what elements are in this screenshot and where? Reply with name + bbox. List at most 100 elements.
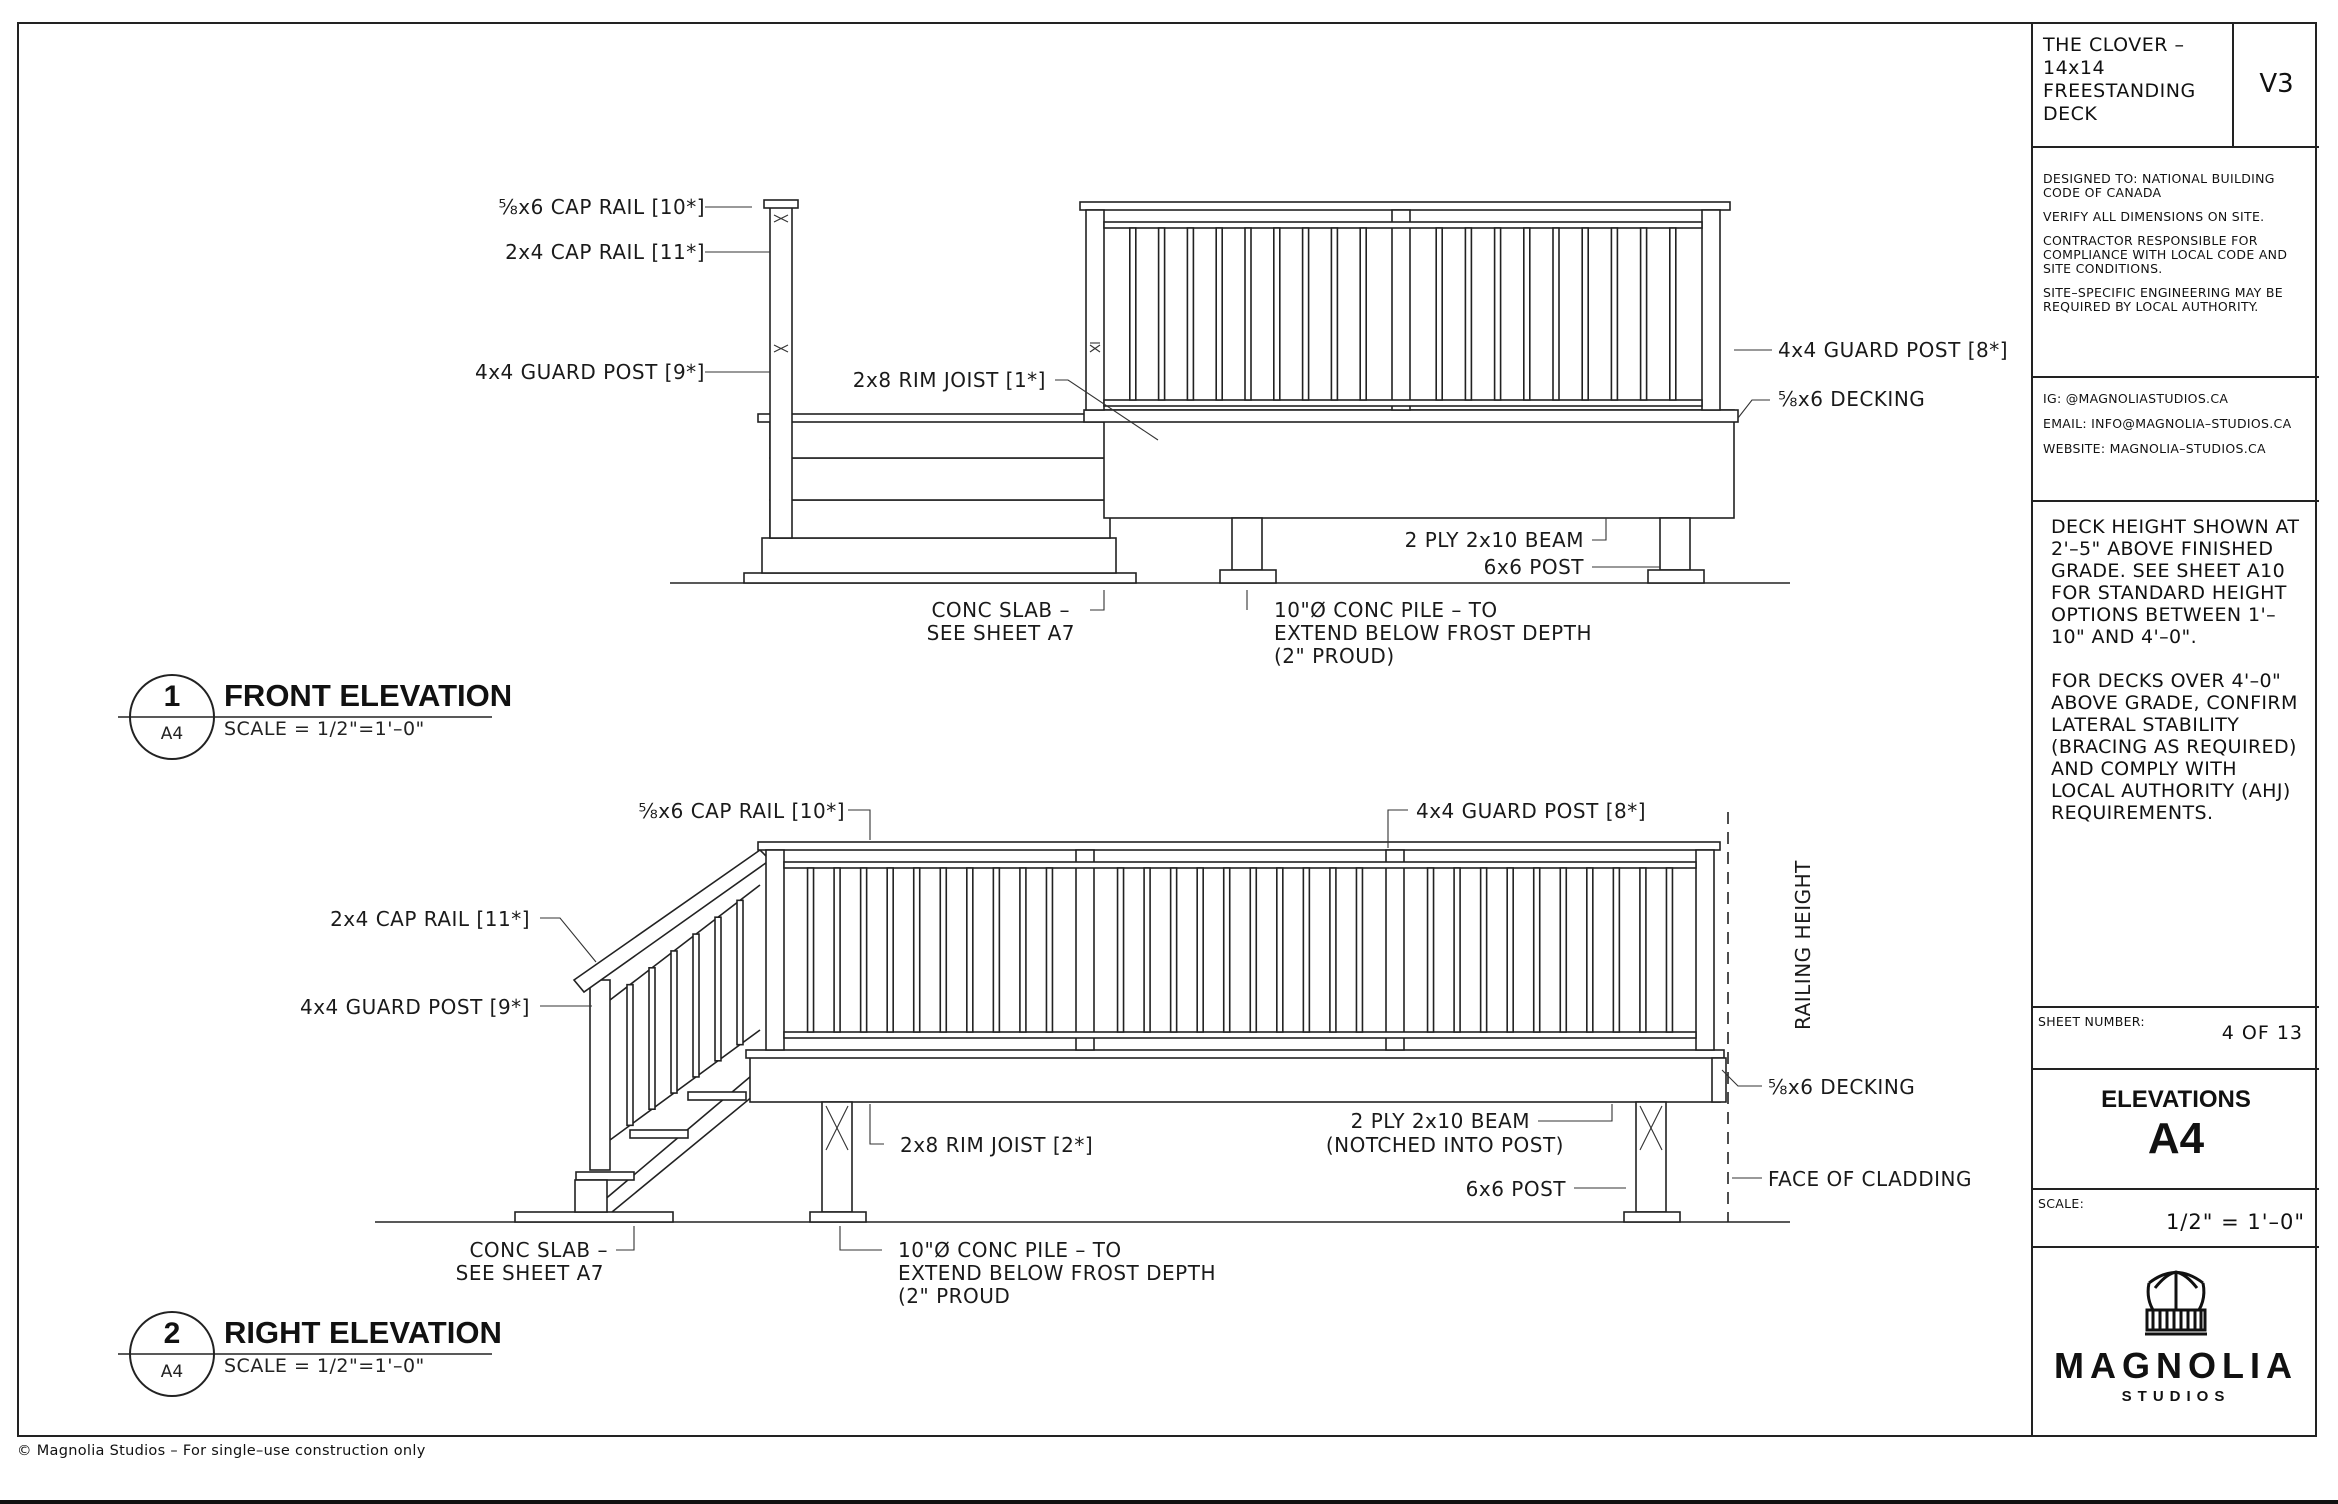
scale-cell: SCALE: 1/2" = 1'–0" (2033, 1190, 2319, 1248)
guard-post (1695, 849, 1715, 1051)
baluster (1586, 867, 1594, 1033)
baluster (1301, 227, 1310, 401)
label-beam-note: (NOTCHED INTO POST) (1326, 1133, 1564, 1157)
baluster (670, 950, 678, 1094)
detail-number: 2 (164, 1317, 181, 1350)
baluster (1196, 867, 1204, 1033)
baluster (1244, 227, 1252, 401)
detail-scale: SCALE = 1/2"=1'–0" (224, 1355, 425, 1377)
notes-cell: DESIGNED TO: NATIONAL BUILDING CODE OF C… (2033, 148, 2319, 378)
guard-post (589, 979, 611, 1171)
ledger (1711, 1057, 1727, 1103)
baluster (1552, 227, 1560, 401)
label-pile-depth: EXTEND BELOW FROST DEPTH (1274, 621, 1592, 645)
label-slab: CONC SLAB – (469, 1238, 608, 1262)
magnolia-logo-icon (2145, 1270, 2207, 1336)
conc-slab (743, 572, 1137, 584)
cap-rail (763, 199, 799, 209)
stair-tread (769, 417, 1111, 459)
stair-tread (769, 457, 1111, 501)
baluster (966, 867, 974, 1033)
label-cap-rail-2x4: 2x4 CAP RAIL [11*] (505, 240, 705, 264)
pile (1647, 569, 1705, 584)
contact-ig: IG: @MAGNOLIASTUDIOS.CA (2043, 391, 2229, 406)
label-railing-height: RAILING HEIGHT (1791, 860, 1815, 1030)
detail-sheet-ref: A4 (161, 724, 183, 744)
note-engineering: SITE–SPECIFIC ENGINEERING MAY BE REQUIRE… (2043, 285, 2283, 314)
baluster (1435, 227, 1443, 401)
post-stub (574, 1179, 608, 1213)
general-notes-cell: DECK HEIGHT SHOWN AT 2'–5" ABOVE FINISHE… (2033, 502, 2319, 1008)
guard-post (769, 204, 793, 539)
sheet-id: A4 (2147, 1114, 2205, 1163)
guard-post (1391, 209, 1411, 411)
baluster (1506, 867, 1514, 1033)
cap-rail (1079, 201, 1731, 211)
baluster (939, 867, 948, 1033)
baluster (1302, 867, 1311, 1033)
label-guard-post-9: 4x4 GUARD POST [9*] (300, 995, 530, 1019)
baluster (1610, 227, 1619, 401)
stair-tread (769, 499, 1111, 539)
stair-tread (687, 1091, 747, 1101)
scale-label: SCALE: (2038, 1196, 2085, 1211)
post (1635, 1101, 1667, 1213)
logo-sub: STUDIOS (2122, 1388, 2231, 1405)
baluster (1143, 867, 1151, 1033)
decking (745, 1049, 1725, 1059)
bottom-rule (0, 1500, 2338, 1504)
baluster (1612, 867, 1621, 1033)
label-guard-post-9: 4x4 GUARD POST [9*] (475, 360, 705, 384)
baluster (1273, 227, 1281, 401)
label-rim-joist: 2x8 RIM JOIST [1*] (853, 368, 1046, 392)
post (1659, 517, 1691, 571)
stair-nosing (757, 413, 1105, 423)
guard-post (1385, 849, 1405, 1051)
general-note-bracing: FOR DECKS OVER 4'–0" ABOVE GRADE, CONFIR… (2051, 670, 2298, 824)
sheet-number-label: SHEET NUMBER: (2038, 1014, 2145, 1029)
label-rim-joist: 2x8 RIM JOIST [2*] (900, 1133, 1093, 1157)
baluster (1276, 867, 1284, 1033)
pile (809, 1211, 867, 1223)
contact-website: WEBSITE: MAGNOLIA–STUDIOS.CA (2043, 441, 2266, 456)
pile (1623, 1211, 1681, 1223)
baluster (1329, 867, 1337, 1033)
label-beam: 2 PLY 2x10 BEAM (1405, 528, 1584, 552)
label-slab-ref: SEE SHEET A7 (456, 1261, 604, 1285)
top-rail (783, 861, 1697, 869)
label-pile-proud: (2" PROUD (898, 1284, 1010, 1308)
general-note-height: DECK HEIGHT SHOWN AT 2'–5" ABOVE FINISHE… (2051, 516, 2300, 648)
baluster (1045, 867, 1054, 1033)
label-pile-proud: (2" PROUD) (1274, 644, 1395, 668)
pile (1219, 569, 1277, 584)
baluster (1249, 867, 1258, 1033)
post (1231, 517, 1263, 571)
front-elevation-labels: ⅝x6 CAP RAIL [10*] 2x4 CAP RAIL [11*] 4x… (475, 195, 2008, 668)
label-cap-rail-2x4: 2x4 CAP RAIL [11*] (330, 907, 530, 931)
right-elevation-drawing (375, 809, 1790, 1251)
baluster (1479, 867, 1488, 1033)
baluster (1639, 867, 1647, 1033)
baluster (1186, 227, 1195, 401)
label-guard-post-8: 4x4 GUARD POST [8*] (1778, 338, 2008, 362)
stair-tread (575, 1171, 635, 1181)
baluster (1639, 227, 1648, 401)
version: V3 (2232, 22, 2319, 146)
label-pile: 10"Ø CONC PILE – TO (898, 1238, 1122, 1262)
detail-number: 1 (164, 680, 181, 713)
contact-cell: IG: @MAGNOLIASTUDIOS.CA EMAIL: INFO@MAGN… (2033, 378, 2319, 502)
baluster (1169, 867, 1178, 1033)
detail-title: FRONT ELEVATION (224, 678, 512, 713)
front-elevation-title: 1 A4 FRONT ELEVATION SCALE = 1/2"=1'–0" (118, 674, 512, 760)
baluster (1453, 867, 1461, 1033)
project-title: THE CLOVER – 14x14 FREESTANDING DECK (2043, 34, 2196, 125)
baluster (1215, 227, 1223, 401)
cap-rail (757, 841, 1721, 851)
right-elevation-labels: ⅝x6 CAP RAIL [10*] 4x4 GUARD POST [8*] 2… (300, 799, 1972, 1308)
label-cap-rail: ⅝x6 CAP RAIL [10*] (498, 195, 705, 219)
logo-cell: MAGNOLIA STUDIOS (2033, 1248, 2319, 1435)
baluster (859, 867, 868, 1033)
baluster (1157, 227, 1166, 401)
post (821, 1101, 853, 1213)
contact-email: EMAIL: INFO@MAGNOLIA–STUDIOS.CA (2043, 416, 2292, 431)
